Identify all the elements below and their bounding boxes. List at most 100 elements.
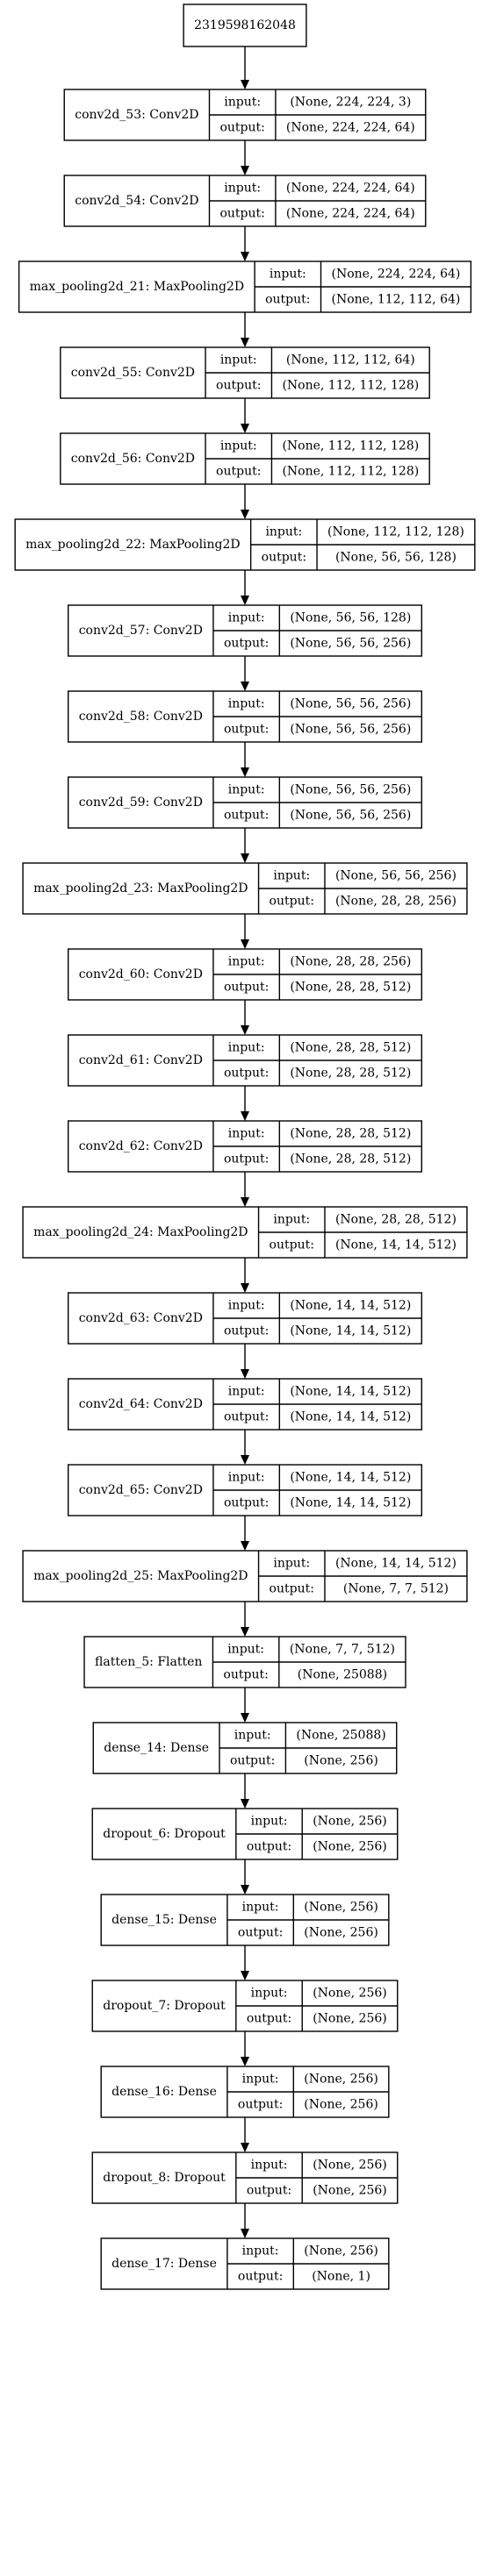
flow-arrow: [241, 1773, 249, 1809]
layer-node: max_pooling2d_24: MaxPooling2Dinput:outp…: [22, 1206, 468, 1259]
layer-node: max_pooling2d_25: MaxPooling2Dinput:outp…: [22, 1550, 468, 1602]
output-shape: (None, 28, 28, 256): [335, 895, 457, 909]
flow-arrow: [241, 484, 249, 519]
input-shape: (None, 25088): [296, 1729, 385, 1743]
flow-arrow: [241, 656, 249, 691]
output-port-label: output:: [270, 1238, 314, 1252]
layer-name: dropout_6: Dropout: [103, 1827, 226, 1841]
flow-arrow: [241, 1859, 249, 1895]
layer-name: dense_15: Dense: [111, 1913, 217, 1927]
output-shape: (None, 256): [313, 1840, 387, 1854]
output-port-label: output:: [230, 1754, 275, 1768]
flow-arrow: [241, 570, 249, 605]
flow-arrow: [241, 46, 249, 89]
output-shape: (None, 56, 56, 256): [290, 809, 411, 823]
output-port-label: output:: [224, 637, 269, 651]
output-shape: (None, 56, 56, 128): [335, 551, 457, 565]
output-port-label: output:: [238, 1926, 283, 1940]
input-shape: (None, 112, 112, 64): [286, 353, 415, 367]
output-shape: (None, 14, 14, 512): [290, 1410, 411, 1424]
layer-name: conv2d_60: Conv2D: [79, 967, 203, 981]
layer-node: conv2d_59: Conv2D input: output: (None, 56,…: [67, 776, 423, 829]
flow-arrow: [241, 1516, 249, 1551]
input-port-label: input:: [228, 1041, 265, 1055]
output-port-label: output:: [224, 981, 269, 995]
output-shape: (None, 256): [304, 1754, 378, 1768]
input-port-label: input:: [228, 611, 265, 625]
output-shape: (None, 14, 14, 512): [290, 1496, 411, 1510]
output-shape: (None, 14, 14, 512): [290, 1324, 411, 1338]
layer-name: conv2d_61: Conv2D: [79, 1053, 203, 1067]
output-port-label: output:: [219, 121, 264, 135]
output-shape: (None, 112, 112, 128): [282, 465, 419, 479]
output-port-label: output:: [224, 1410, 269, 1424]
output-port-label: output:: [262, 551, 306, 565]
flow-arrow: [241, 312, 249, 347]
output-shape: (None, 112, 112, 64): [332, 293, 461, 307]
output-port-label: output:: [247, 1840, 291, 1854]
input-port-label: input:: [224, 182, 261, 196]
output-port-label: output:: [216, 379, 261, 393]
output-shape: (None, 28, 28, 512): [290, 1152, 411, 1167]
output-port-label: output:: [224, 723, 269, 737]
output-port-label: output:: [247, 2184, 291, 2198]
layer-name: conv2d_58: Conv2D: [79, 710, 203, 724]
input-shape: (None, 256): [304, 2244, 378, 2258]
layer-name: conv2d_59: Conv2D: [79, 796, 203, 810]
input-shape: (None, 256): [304, 1901, 378, 1915]
input-shape: (None, 14, 14, 512): [290, 1471, 411, 1485]
output-shape: (None, 224, 224, 64): [286, 121, 415, 135]
input-port-label: input:: [220, 353, 257, 367]
input-port-label: input:: [228, 955, 265, 969]
layer-name: dense_17: Dense: [111, 2257, 217, 2271]
output-shape: (None, 56, 56, 256): [290, 723, 411, 737]
flow-arrow: [241, 2031, 249, 2066]
input-shape: (None, 28, 28, 512): [290, 1127, 411, 1141]
input-shape: (None, 14, 14, 512): [290, 1299, 411, 1313]
flow-arrow: [241, 828, 249, 863]
output-shape: (None, 56, 56, 256): [290, 637, 411, 651]
output-shape: (None, 256): [304, 1926, 378, 1940]
layer-node: conv2d_60: Conv2D input: output: (None, 28,…: [67, 948, 423, 1001]
input-port-label: input:: [270, 268, 306, 282]
layer-name: max_pooling2d_23: MaxPooling2D: [33, 881, 248, 896]
layer-name: max_pooling2d_25: MaxPooling2D: [33, 1569, 248, 1583]
output-port-label: output:: [247, 2012, 291, 2026]
flow-arrow: [241, 1430, 249, 1465]
layer-name: conv2d_56: Conv2D: [71, 452, 195, 466]
input-shape: (None, 28, 28, 512): [335, 1213, 457, 1227]
output-port-label: output:: [224, 809, 269, 823]
input-port-label: input:: [242, 2244, 279, 2258]
input-port-label: input:: [242, 1901, 279, 1915]
output-shape: (None, 256): [313, 2012, 387, 2026]
output-shape: (None, 28, 28, 512): [290, 981, 411, 995]
output-port-label: output:: [224, 1152, 269, 1167]
input-shape: (None, 56, 56, 256): [335, 869, 457, 883]
input-shape: (None, 112, 112, 128): [327, 525, 464, 539]
layer-node: max_pooling2d_21: MaxPooling2Dinput:outp…: [18, 260, 472, 313]
input-shape: (None, 224, 224, 3): [290, 96, 411, 110]
input-shape: (None, 7, 7, 512): [290, 1643, 395, 1657]
input-port-label: input:: [228, 783, 265, 797]
flow-arrow: [241, 742, 249, 777]
input-port-label: input:: [251, 1987, 288, 2001]
output-shape: (None, 256): [304, 2098, 378, 2112]
layer-node: dense_15: Dense input: output: (None, 256) (…: [100, 1894, 390, 1946]
flow-arrow: [241, 140, 249, 175]
layer-name: dense_14: Dense: [104, 1741, 209, 1755]
layer-node: max_pooling2d_23: MaxPooling2Dinput:outp…: [22, 862, 468, 915]
layer-name: dense_16: Dense: [111, 2085, 217, 2099]
layer-name: conv2d_64: Conv2D: [79, 1397, 203, 1411]
